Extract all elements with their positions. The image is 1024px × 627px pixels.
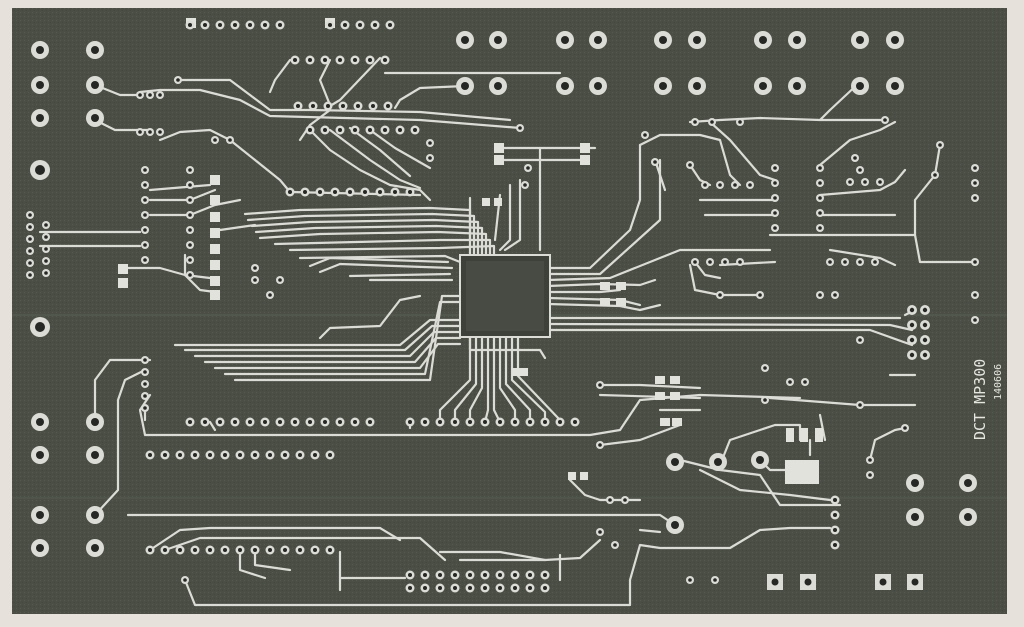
smd-pads	[118, 18, 823, 484]
through-hole-pads	[26, 20, 979, 593]
board-code-label: 140606	[993, 364, 1004, 400]
copper-traces	[38, 56, 977, 607]
qfp-microcontroller	[459, 254, 551, 338]
silkscreen-label: DCT MP300 140606	[971, 359, 1004, 440]
board-model-label: DCT MP300	[971, 359, 989, 440]
mounting-holes	[30, 160, 50, 337]
